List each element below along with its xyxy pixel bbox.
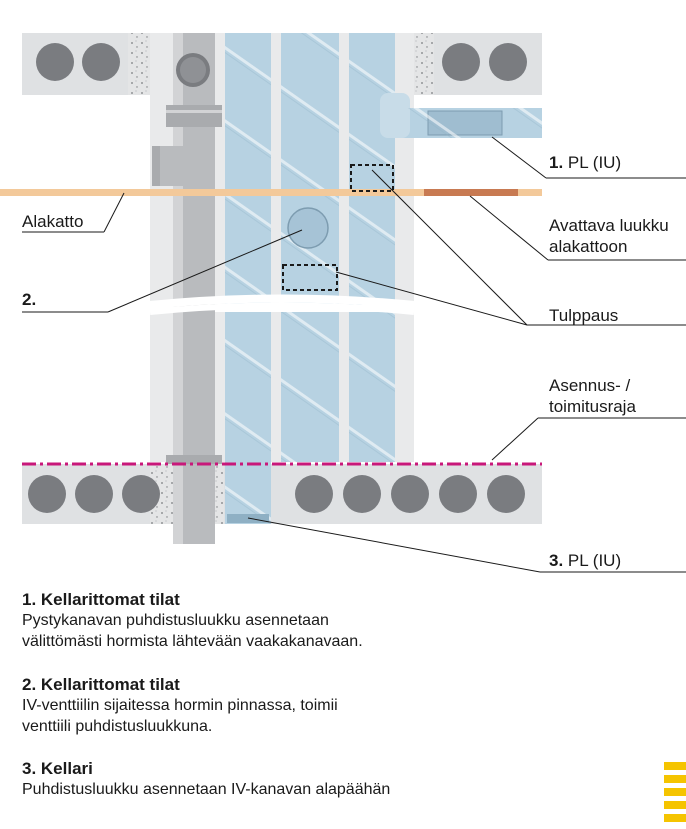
legend-item-2: 2. Kellarittomat tilat IV-venttiilin sij… xyxy=(22,674,442,737)
break-line xyxy=(149,294,415,309)
ducts xyxy=(225,33,395,524)
hollow-core xyxy=(391,475,429,513)
hollow-core xyxy=(75,475,113,513)
horizontal-duct xyxy=(380,93,542,138)
label-pl-1-number: 1. xyxy=(549,153,564,172)
legend-heading: 2. Kellarittomat tilat xyxy=(22,675,180,694)
suspended-ceiling xyxy=(0,189,542,196)
leader-lines xyxy=(22,136,686,573)
hollow-core xyxy=(489,43,527,81)
top-floor-slab xyxy=(22,33,542,95)
bottom-floor-slab xyxy=(22,464,542,544)
label-pl-3: 3. PL (IU) xyxy=(549,550,621,571)
label-pl-3-number: 3. xyxy=(549,551,564,570)
label-avattava-line2: alakattoon xyxy=(549,237,628,256)
hollow-core xyxy=(82,43,120,81)
hollow-core xyxy=(28,475,66,513)
label-asennus-line2: toimitusraja xyxy=(549,397,636,416)
plug-outline-lower xyxy=(282,264,338,291)
hollow-core xyxy=(439,475,477,513)
label-pl-1-text: PL (IU) xyxy=(563,153,622,172)
label-alakatto: Alakatto xyxy=(22,212,84,231)
legend-text: venttiili puhdistusluukkuna. xyxy=(22,718,213,735)
legend-heading: 1. Kellarittomat tilat xyxy=(22,590,180,609)
label-tulppaus: Tulppaus xyxy=(549,306,619,325)
label-item-2: 2. xyxy=(22,290,37,309)
vent-valve xyxy=(287,207,329,249)
label-asennus-line1: Asennus- / xyxy=(549,376,631,395)
plug-outline-upper xyxy=(350,164,394,192)
yellow-corner-bars xyxy=(664,762,686,827)
hollow-core xyxy=(36,43,74,81)
legend-text: IV-venttiilin sijaitessa hormin pinnassa… xyxy=(22,697,338,714)
legend-item-3: 3. Kellari Puhdistusluukku asennetaan IV… xyxy=(22,758,442,800)
hollow-core xyxy=(122,475,160,513)
label-pl-3-text: PL (IU) xyxy=(563,551,622,570)
ceiling-hatch xyxy=(424,189,518,196)
label-pl-1: 1. PL (IU) xyxy=(549,152,621,173)
legend-text: Pystykanavan puhdistusluukku asennetaan xyxy=(22,612,329,629)
legend-text: Puhdistusluukku asennetaan IV-kanavan al… xyxy=(22,781,391,798)
legend-text: välittömästi hormista lähtevään vaakakan… xyxy=(22,633,363,650)
legend-heading: 3. Kellari xyxy=(22,759,93,778)
hollow-core xyxy=(295,475,333,513)
legend-item-1: 1. Kellarittomat tilat Pystykanavan puhd… xyxy=(22,589,442,652)
hollow-core xyxy=(343,475,381,513)
label-avattava-line1: Avattava luukku xyxy=(549,216,669,235)
hollow-core xyxy=(487,475,525,513)
hollow-core xyxy=(442,43,480,81)
